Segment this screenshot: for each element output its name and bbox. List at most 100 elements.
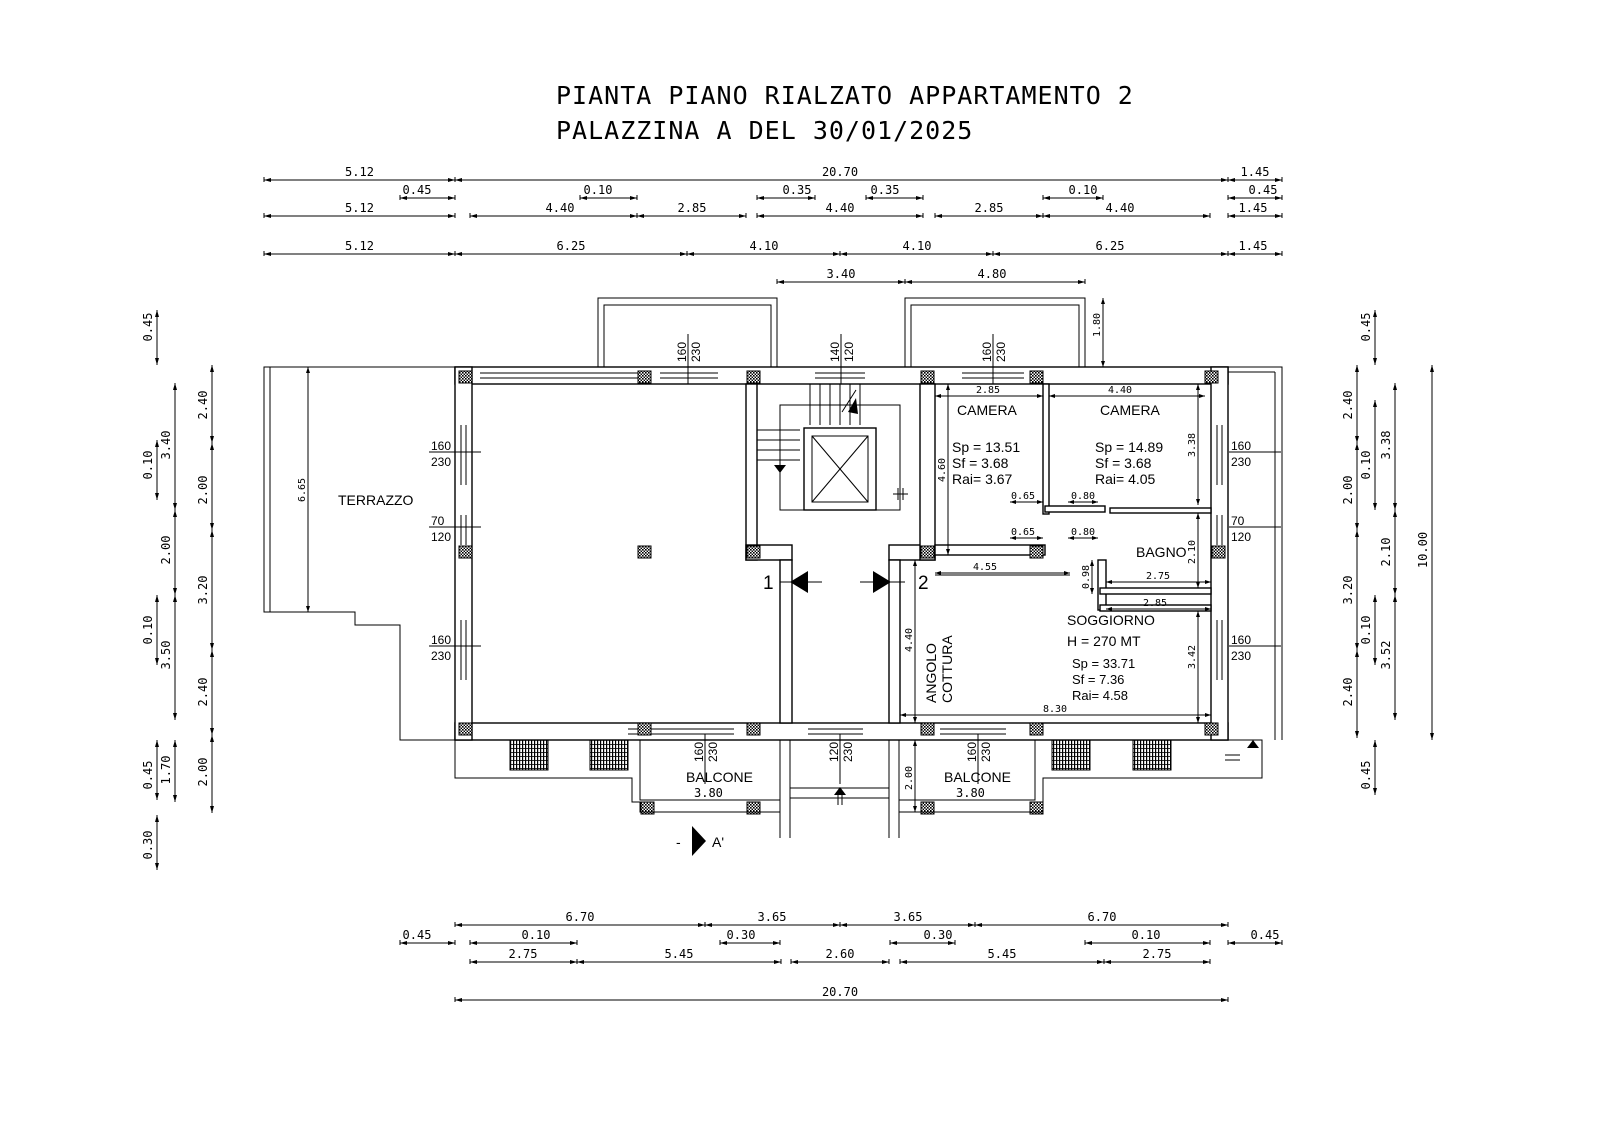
dimension-label: 2.75	[509, 947, 538, 961]
dimension-label: 2.40	[1341, 391, 1355, 420]
room-dimension-rooms-soggiorno-kitchen_height: 4.40	[904, 560, 917, 723]
dimension-dims_right-col2-2: 0.10	[1359, 595, 1377, 665]
dimension-dims_right-col1-2: 3.20	[1341, 530, 1359, 650]
room-balcone-right: BALCONE 3.80	[944, 769, 1011, 800]
room-dimension-rooms-bagno-door_a: 0.65	[1010, 527, 1043, 540]
dimension-label: 3.20	[1341, 576, 1355, 605]
dimension-dims_right-col1-3: 2.40	[1341, 650, 1359, 738]
dimension-label: 20.70	[822, 985, 858, 999]
svg-text:70: 70	[1231, 514, 1245, 528]
dimension-dims_top-row4-2: 4.10	[686, 239, 841, 256]
room-dimension-rooms-camera1-width: 2.85	[935, 385, 1043, 398]
dimension-label: 0.45	[403, 928, 432, 942]
room-dimension-rooms-camera1-door_a: 0.65	[1010, 491, 1043, 504]
svg-text:3.38: 3.38	[1187, 433, 1198, 457]
dimension-dims_bottom-row3-1: 5.45	[576, 947, 782, 964]
dimension-dims_left-col3-3: 2.40	[196, 650, 214, 735]
svg-text:8.30: 8.30	[1043, 704, 1067, 715]
pillar	[746, 545, 761, 559]
svg-text:4.40: 4.40	[904, 628, 915, 652]
dimension-dims_left-col1-0: 0.45	[141, 310, 159, 365]
room-dimension-rooms-corridoio-width: 4.55	[935, 562, 1070, 575]
room-dimension-rooms-balcony_top_right-depth: 1.80	[1092, 298, 1105, 367]
pillar	[1204, 370, 1219, 384]
svg-text:160: 160	[431, 439, 451, 453]
pillar	[920, 801, 935, 815]
svg-text:120: 120	[431, 530, 451, 544]
dimension-label: 0.35	[783, 183, 812, 197]
svg-text:120: 120	[827, 742, 841, 762]
dimension-label: 6.25	[1096, 239, 1125, 253]
svg-text:2.00: 2.00	[904, 766, 915, 790]
room-dimension-rooms-soggiorno-width: 8.30	[900, 704, 1211, 717]
room-dimension-rooms-soggiorno-height: 3.42	[1187, 611, 1200, 723]
dimension-dims_bottom-row2-0: 0.45	[399, 928, 456, 945]
dimension-dims_left-col3-4: 2.00	[196, 735, 214, 813]
dimension-dims_top-row2-5: 0.45	[1227, 183, 1283, 200]
dimension-dims_left-col3-1: 2.00	[196, 443, 214, 530]
svg-text:4.55: 4.55	[973, 562, 997, 573]
building-walls	[263, 297, 1283, 838]
dimension-dims_left-col1-2: 0.10	[141, 595, 159, 665]
room-dimension-rooms-camera2-height: 3.38	[1187, 384, 1200, 505]
plan-title-line1: PIANTA PIANO RIALZATO APPARTAMENTO 2	[556, 81, 1134, 110]
svg-text:2.10: 2.10	[1187, 540, 1198, 564]
top-balcony-right	[904, 297, 1086, 367]
dimension-label: 3.38	[1379, 431, 1393, 460]
dimension-dims_top-row2-1: 0.10	[579, 183, 638, 200]
dimension-dims_top-row2-0: 0.45	[399, 183, 456, 200]
dimension-dims_top-row3-6: 1.45	[1227, 201, 1283, 218]
room-dimension-rooms-bagno-door_b: 0.80	[1068, 527, 1098, 540]
dimension-label: 2.40	[196, 391, 210, 420]
svg-text:4.40: 4.40	[1108, 385, 1132, 396]
dimension-dims_right-col3-1: 2.10	[1379, 510, 1397, 595]
dimension-dims_bottom-row1-2: 3.65	[839, 910, 976, 927]
svg-text:160: 160	[1231, 633, 1251, 647]
dimension-label: 0.45	[141, 313, 155, 342]
svg-text:0.98: 0.98	[1081, 565, 1092, 589]
pillar	[637, 370, 652, 384]
dimension-dims_top-row2-3: 0.35	[865, 183, 924, 200]
svg-text:160: 160	[980, 342, 994, 362]
svg-text:Rai= 4.05: Rai= 4.05	[1095, 471, 1156, 487]
dimension-label: 0.10	[1359, 451, 1373, 480]
dimension-dims_top-row4-4: 6.25	[992, 239, 1229, 256]
dimension-label: 3.65	[894, 910, 923, 924]
dimension-dims_bottom-row2-2: 0.30	[719, 928, 781, 945]
dimension-label: 2.00	[159, 536, 173, 565]
dimension-label: 1.45	[1239, 239, 1268, 253]
dimension-label: 4.80	[978, 267, 1007, 281]
dimension-dims_right-col2-1: 0.10	[1359, 400, 1377, 510]
dimension-label: 2.00	[196, 476, 210, 505]
room-dimension-rooms-camera1-height: 4.60	[937, 384, 950, 555]
dimension-label: 5.45	[665, 947, 694, 961]
dimension-label: 0.30	[141, 831, 155, 860]
dimension-dims_bottom-row2-1: 0.10	[469, 928, 578, 945]
svg-text:230: 230	[994, 342, 1008, 362]
dimension-label: 5.12	[345, 201, 374, 215]
svg-text:ANGOLO: ANGOLO	[923, 643, 939, 703]
dimension-dims_bottom-row3-2: 2.60	[790, 947, 890, 964]
svg-text:3.42: 3.42	[1187, 645, 1198, 669]
room-dimension-rooms-balcone_right-depth: 2.00	[904, 740, 917, 812]
svg-text:230: 230	[689, 342, 703, 362]
dimension-label: 3.65	[758, 910, 787, 924]
section-marker-a: - A'	[676, 826, 724, 856]
pillar	[637, 722, 652, 736]
dimension-label: 5.12	[345, 165, 374, 179]
svg-text:SOGGIORNO: SOGGIORNO	[1067, 612, 1155, 628]
dimension-label: 3.20	[196, 576, 210, 605]
pillar	[920, 722, 935, 736]
svg-text:230: 230	[706, 742, 720, 762]
dimension-dims_top-row4-5: 1.45	[1227, 239, 1283, 256]
dimension-dims_left-col3-2: 3.20	[196, 530, 214, 650]
plan-title-line2: PALAZZINA A DEL 30/01/2025	[556, 116, 973, 145]
